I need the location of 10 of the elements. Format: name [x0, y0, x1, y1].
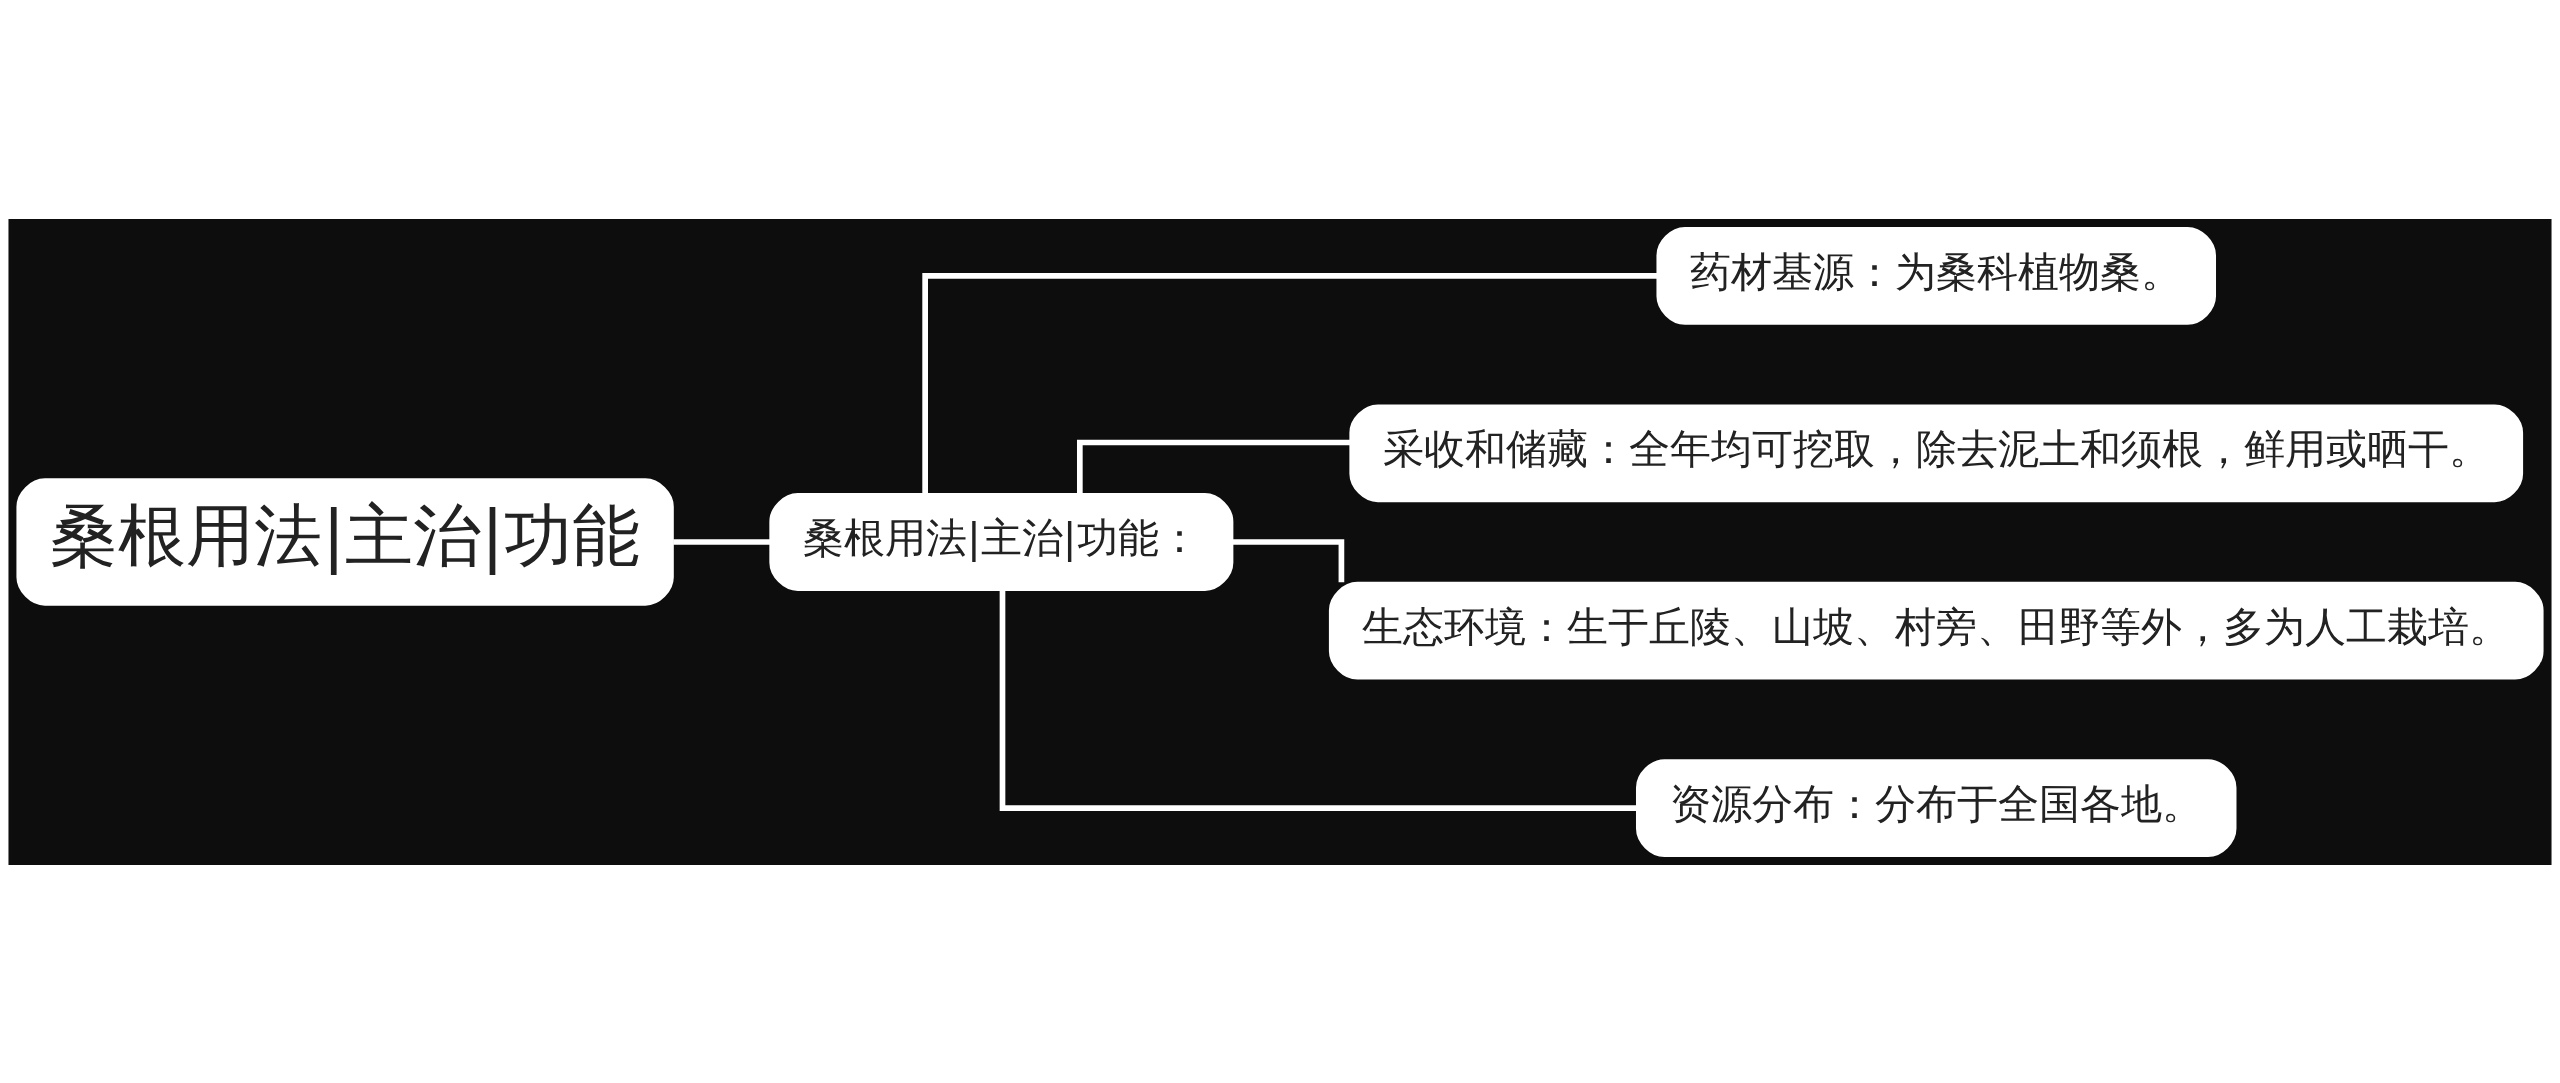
node-box: 资源分布：分布于全国各地。	[1636, 758, 2237, 857]
connector	[1077, 439, 1351, 494]
node-box: 桑根用法|主治|功能：	[769, 492, 1234, 591]
connector	[922, 272, 1658, 494]
node-box: 采收和储藏：全年均可挖取，除去泥土和须根，鲜用或晒干。	[1349, 403, 2524, 502]
node-box: 生态环境：生于丘陵、山坡、村旁、田野等外，多为人工栽培。	[1328, 581, 2544, 680]
node-box: 药材基源：为桑科植物桑。	[1656, 226, 2216, 325]
node-box: 桑根用法|主治|功能	[16, 477, 674, 606]
connector	[673, 538, 770, 545]
connector	[999, 589, 1637, 811]
